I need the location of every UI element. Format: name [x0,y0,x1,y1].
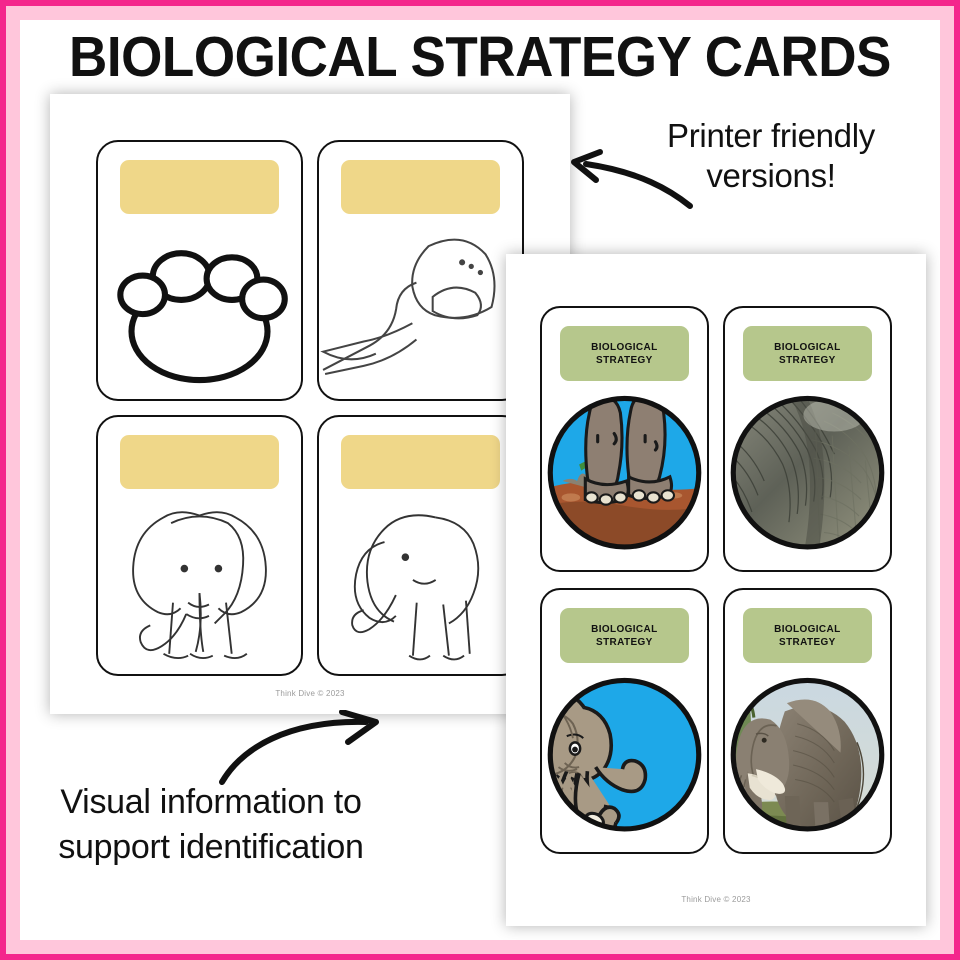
annotation-visual-information: Visual information to support identifica… [58,783,364,866]
sheet-footer: Think Dive © 2023 [681,895,751,904]
card-grid-color: BIOLOGICAL STRATEGY [540,306,892,854]
elephant-legs-illustration [542,381,707,564]
card-elephant-legs[interactable]: BIOLOGICAL STRATEGY [540,306,709,572]
curved-arrow-right-icon [219,710,379,785]
card-elephant-head[interactable]: BIOLOGICAL STRATEGY [540,588,709,854]
card-banner-label: BIOLOGICAL STRATEGY [774,623,841,648]
card-banner [120,159,279,214]
printer-friendly-sheet[interactable]: Think Dive © 2023 [50,94,570,714]
elephant-skin-outline-icon [319,214,522,394]
card-elephant-foot[interactable] [96,140,303,401]
card-banner-label: BIOLOGICAL STRATEGY [774,341,841,366]
card-grid-printer-friendly [96,140,524,676]
elephant-foot-outline-icon [98,214,301,394]
card-banner [341,434,500,489]
decorative-frame-inner: BIOLOGICAL STRATEGY CARDS [6,6,954,954]
card-banner [120,434,279,489]
card-banner: BIOLOGICAL STRATEGY [560,608,689,664]
color-card-sheet[interactable]: BIOLOGICAL STRATEGY [506,254,926,926]
card-elephant-skin-outline[interactable] [317,140,524,401]
card-elephant-full-photo[interactable]: BIOLOGICAL STRATEGY [723,588,892,854]
card-banner: BIOLOGICAL STRATEGY [743,608,872,664]
card-banner [341,159,500,214]
poster-canvas: BIOLOGICAL STRATEGY CARDS [20,20,940,940]
card-banner: BIOLOGICAL STRATEGY [560,326,689,382]
card-elephant-side-outline[interactable] [317,415,524,676]
card-banner-label: BIOLOGICAL STRATEGY [591,341,658,366]
sheet-footer: Think Dive © 2023 [275,689,345,698]
card-elephant-skin-photo[interactable]: BIOLOGICAL STRATEGY [723,306,892,572]
curved-arrow-left-icon [571,149,693,209]
page-title: BIOLOGICAL STRATEGY CARDS [69,25,891,89]
card-banner-label: BIOLOGICAL STRATEGY [591,623,658,648]
card-banner: BIOLOGICAL STRATEGY [743,326,872,382]
elephant-full-photo [725,663,890,846]
elephant-side-outline-icon [319,489,522,669]
annotation-printer-friendly: Printer friendly versions! [667,117,875,194]
card-elephant-front-outline[interactable] [96,415,303,676]
elephant-front-outline-icon [98,489,301,669]
elephant-skin-photo [725,381,890,564]
elephant-head-illustration [542,663,707,846]
